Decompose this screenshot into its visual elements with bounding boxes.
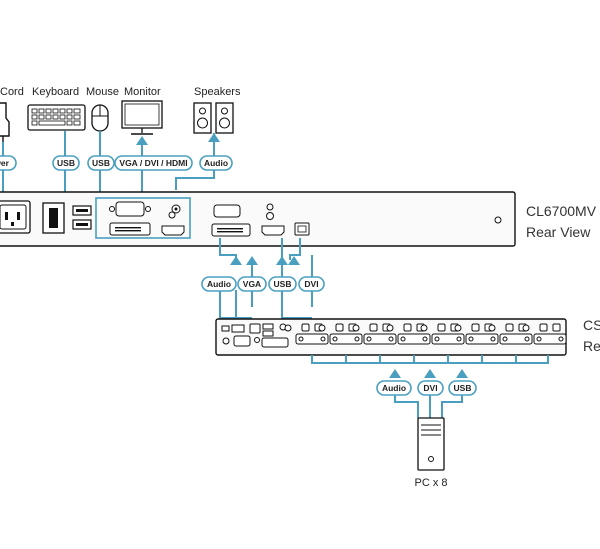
pc-tower-icon bbox=[417, 417, 445, 471]
pc-audio-arrow-icon bbox=[389, 369, 401, 378]
cl6700mv-view-label: Rear View bbox=[526, 224, 591, 240]
mouse-icon bbox=[91, 104, 109, 132]
pc-dvi-tag: DVI bbox=[417, 380, 444, 396]
power-plug-icon bbox=[0, 102, 10, 142]
keyboard-label: Keyboard bbox=[32, 86, 79, 98]
monitor-arrow-icon bbox=[136, 136, 148, 145]
power-cable-tag: ower bbox=[0, 155, 17, 171]
keyboard-usb-tag: USB bbox=[52, 155, 80, 171]
svg-text:USB: USB bbox=[57, 158, 75, 168]
video-cable-tag: VGA / DVI / HDMI bbox=[114, 155, 193, 171]
cl6700mv-rear-panel bbox=[0, 191, 516, 247]
cs-view-label: Re bbox=[583, 338, 600, 354]
pc-dvi-arrow-icon bbox=[424, 369, 436, 378]
svg-text:VGA: VGA bbox=[243, 279, 261, 289]
cs-model-label: CS bbox=[583, 317, 600, 333]
svg-text:USB: USB bbox=[92, 158, 110, 168]
pc-usb-arrow-icon bbox=[456, 369, 468, 378]
pc-count-label: PC x 8 bbox=[414, 477, 447, 489]
svg-text:USB: USB bbox=[454, 383, 472, 393]
speakers-icon bbox=[193, 102, 234, 134]
monitor-label: Monitor bbox=[124, 86, 161, 98]
svg-text:ower: ower bbox=[0, 158, 10, 168]
link-vga-tag: VGA bbox=[237, 276, 267, 292]
svg-text:DVI: DVI bbox=[304, 279, 318, 289]
monitor-icon bbox=[121, 100, 163, 135]
svg-text:Audio: Audio bbox=[207, 279, 231, 289]
power-cord-label: Cord bbox=[0, 86, 24, 98]
audio-cable-tag: Audio bbox=[199, 155, 233, 171]
link-usb-arrow-icon bbox=[276, 256, 288, 265]
mouse-usb-tag: USB bbox=[87, 155, 115, 171]
svg-text:VGA / DVI / HDMI: VGA / DVI / HDMI bbox=[119, 158, 187, 168]
pc-audio-tag: Audio bbox=[376, 380, 412, 396]
speakers-arrow-icon bbox=[208, 133, 220, 142]
svg-text:USB: USB bbox=[274, 279, 292, 289]
link-dvi-tag: DVI bbox=[298, 276, 325, 292]
link-vga-arrow-icon bbox=[246, 256, 258, 265]
cs-kvm-rear-panel bbox=[215, 318, 567, 356]
link-dvi-arrow-icon bbox=[288, 256, 300, 265]
link-audio-tag: Audio bbox=[201, 276, 237, 292]
cl6700mv-model-label: CL6700MV bbox=[526, 203, 597, 219]
svg-text:Audio: Audio bbox=[204, 158, 228, 168]
svg-text:DVI: DVI bbox=[423, 383, 437, 393]
mouse-label: Mouse bbox=[86, 86, 119, 98]
speakers-label: Speakers bbox=[194, 86, 241, 98]
keyboard-icon bbox=[27, 104, 86, 131]
pc-usb-tag: USB bbox=[448, 380, 477, 396]
link-audio-arrow-icon bbox=[230, 256, 242, 265]
svg-text:Audio: Audio bbox=[382, 383, 406, 393]
link-usb-tag: USB bbox=[268, 276, 297, 292]
